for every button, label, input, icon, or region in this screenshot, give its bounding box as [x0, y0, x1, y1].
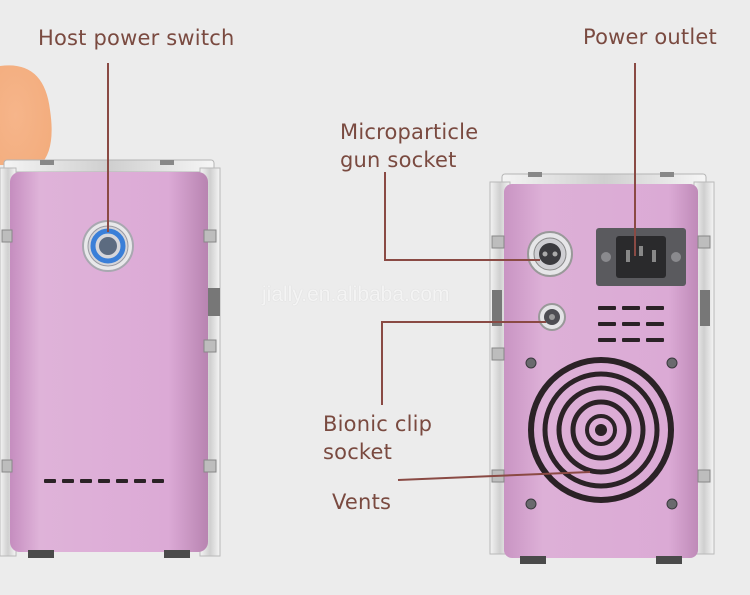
- label-bionic-line1: Bionic clip: [323, 412, 433, 436]
- leader-microparticle: [384, 172, 540, 261]
- leader-vents: [397, 471, 591, 481]
- orange-decoration: [0, 65, 52, 165]
- label-bionic-line2: socket: [323, 440, 393, 464]
- watermark: jially.en.alibaba.com: [262, 283, 450, 306]
- bionic-clip-socket-icon: [538, 303, 566, 331]
- label-host-power-switch: Host power switch: [38, 26, 235, 50]
- label-microparticle-line2: gun socket: [340, 148, 457, 172]
- front-unit: [0, 159, 221, 558]
- microparticle-socket-icon: [527, 231, 573, 277]
- back-unit: [489, 172, 715, 564]
- power-outlet-icon: [596, 228, 686, 286]
- back-vent-slots: [598, 306, 664, 342]
- label-power-outlet: Power outlet: [583, 25, 717, 49]
- fan-grille-icon: [528, 357, 674, 503]
- front-pink-panel: [10, 172, 208, 552]
- front-vent-slots: [44, 479, 164, 483]
- label-vents: Vents: [332, 490, 392, 514]
- leader-bionic-clip: [381, 321, 546, 405]
- label-microparticle-line1: Microparticle: [340, 120, 479, 144]
- power-switch-icon: [82, 220, 134, 272]
